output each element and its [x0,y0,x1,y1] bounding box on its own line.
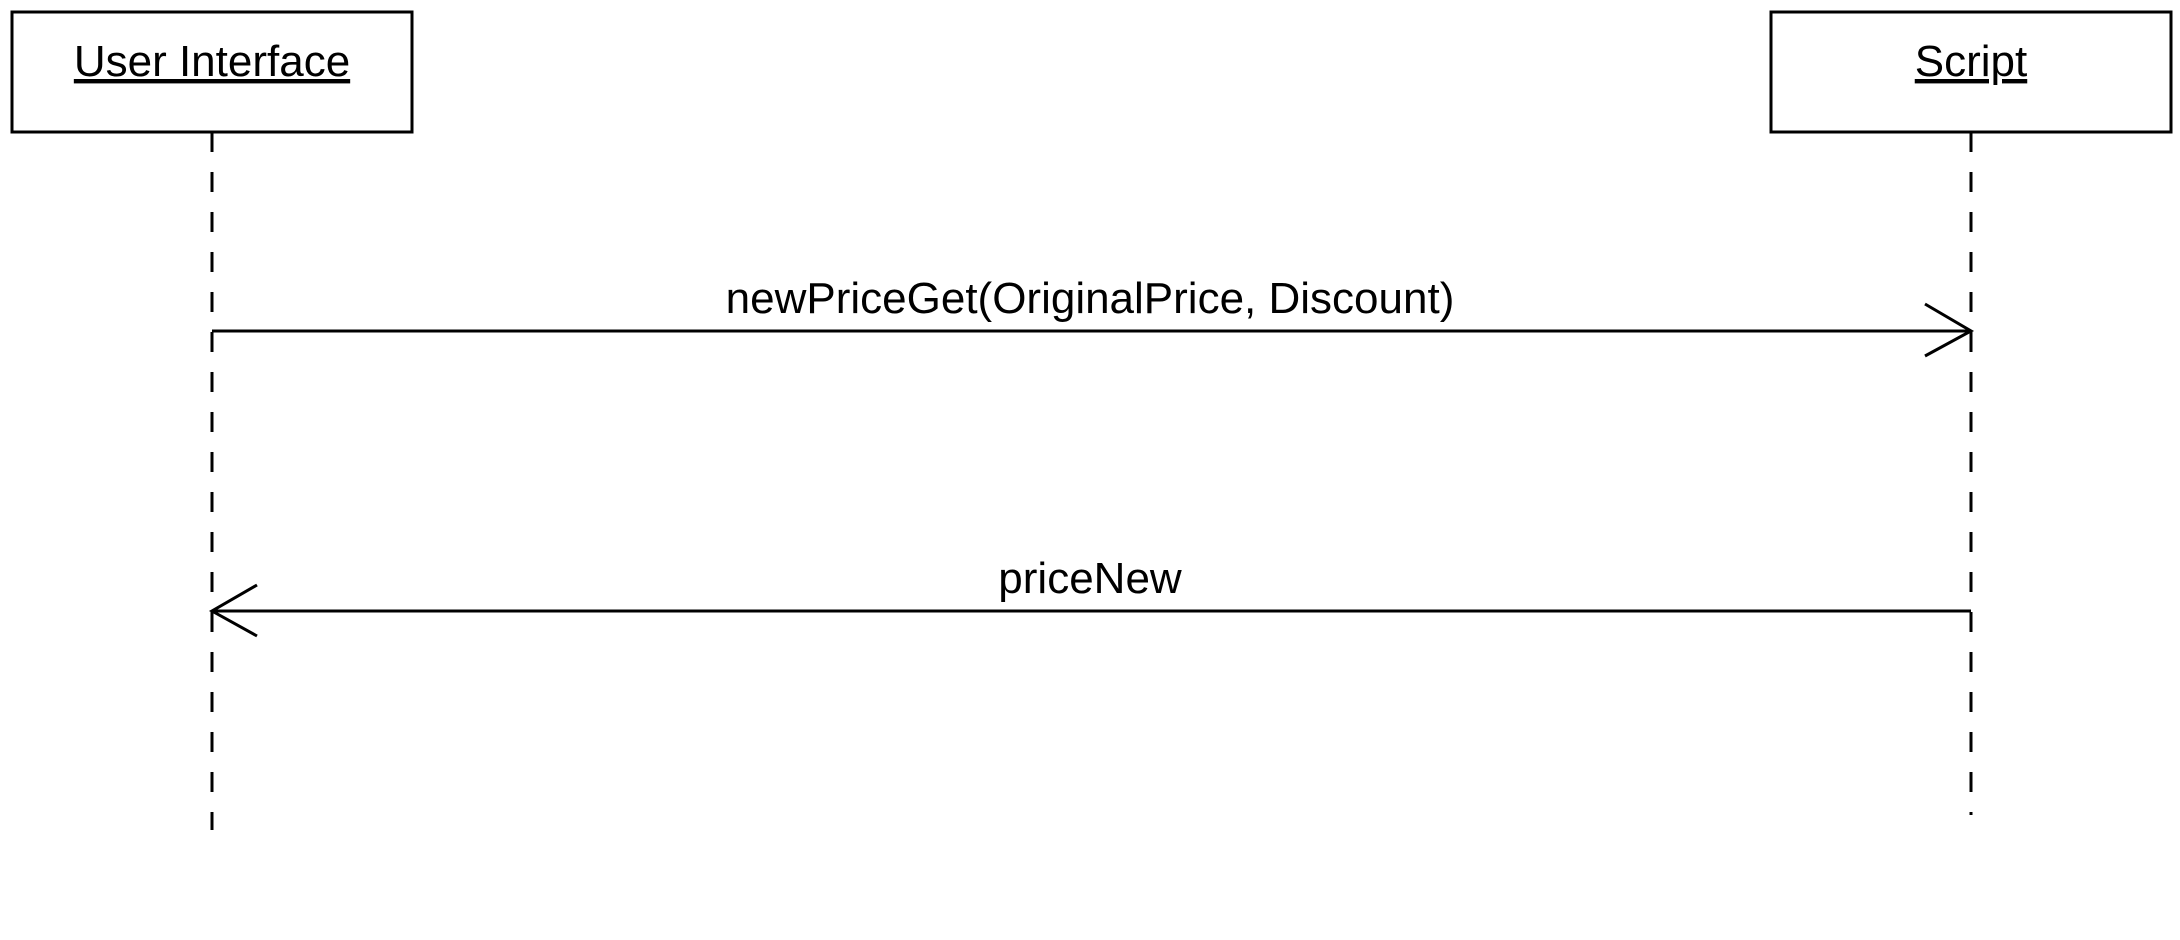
participant-user-interface: User Interface [10,10,414,830]
message-return: priceNew [208,554,1971,638]
participant-script: Script [1769,10,2173,815]
arrowhead-right-icon [1924,302,1975,358]
participant-label-script: Script [1915,37,2027,86]
participant-box-script [1769,10,2173,134]
participant-box-user-interface [10,10,414,134]
message-label-call: newPriceGet(OriginalPrice, Discount) [726,274,1455,323]
message-label-return: priceNew [998,554,1182,603]
participant-label-user-interface: User Interface [74,37,350,86]
message-call: newPriceGet(OriginalPrice, Discount) [212,274,1975,358]
arrowhead-left-icon [208,583,258,638]
